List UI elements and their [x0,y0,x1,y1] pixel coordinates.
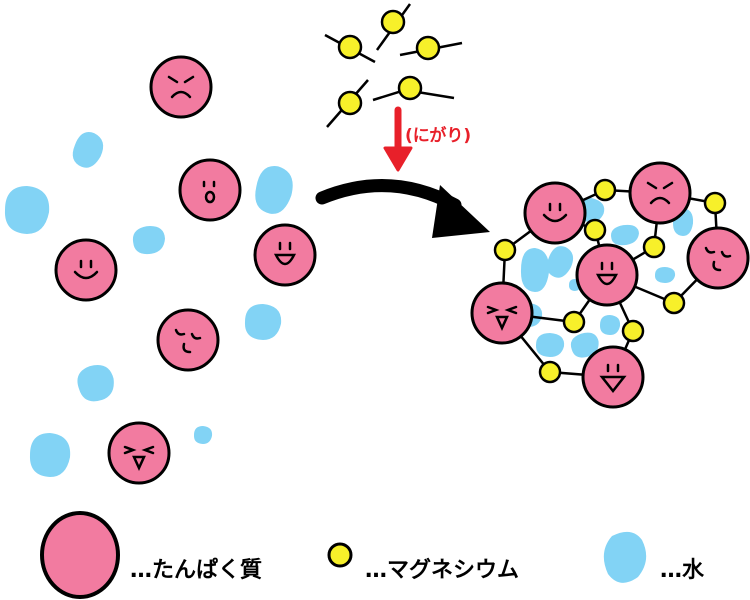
magnesium-atom [562,310,586,334]
water-blob [29,433,71,477]
black-curved-arrow-head [432,185,490,238]
arrows [315,106,490,238]
water-molecules-before [4,132,293,477]
legend-magnesium-icon [327,542,353,568]
magnesium-atom [662,291,686,315]
protein-molecule [628,161,692,225]
water-blob [520,248,550,292]
magnesium-nigari-group [324,3,463,128]
magnesium-atom [493,238,517,262]
water-blob [654,267,676,283]
magnesium-atom [324,33,376,64]
water-blob [255,166,293,214]
protein-molecule [686,226,750,290]
legend-water-icon [603,531,647,583]
magnesium-atom [399,35,463,61]
legend-protein-label: …たんぱく質 [130,558,263,583]
proteins-before [54,55,317,485]
water-blob [77,364,114,402]
water-blob [535,333,565,357]
legend-protein-icon [40,511,120,599]
protein-molecule [581,345,645,409]
magnesium-atom [372,75,455,102]
water-blob [244,304,282,340]
protein-molecule [253,223,317,287]
magnesium-atom [642,235,666,259]
protein-molecule [523,181,587,245]
water-blob [546,246,574,278]
water-blob [193,426,213,444]
magnesium-atom [621,319,645,343]
magnesium-atom [703,191,727,215]
legend-icons [40,511,647,599]
red-down-arrow-head [383,146,413,172]
protein-molecule [149,55,213,119]
tofu-network-after [470,161,750,409]
protein-molecule [470,281,534,345]
water-blob [4,186,50,234]
legend-magnesium-label: …マグネシウム [365,558,520,583]
protein-molecule [107,421,171,485]
water-blob [599,315,621,335]
magnesium-atom [593,178,617,202]
magnesium-atom [375,3,412,51]
protein-molecule [178,158,242,222]
water-blob [72,132,104,168]
magnesium-atom [538,360,562,384]
black-curved-arrow [315,179,462,212]
magnesium-atom [583,218,607,242]
water-blob [611,224,639,246]
water-blob [132,226,166,255]
protein-molecule [156,308,220,372]
protein-molecule [575,243,639,307]
magnesium-atom [326,79,369,128]
protein-molecule [54,238,118,302]
water-blob [570,332,599,358]
legend-water-label: …水 [660,558,705,583]
nigari-label: (にがり) [405,126,472,146]
